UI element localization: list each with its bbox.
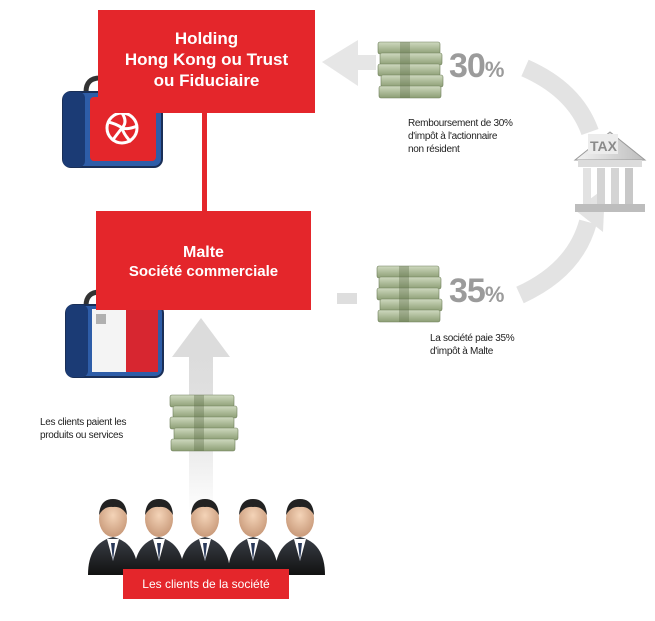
holding-box: Holding Hong Kong ou Trust ou Fiduciaire (98, 10, 315, 113)
malta-line-1: Malte (183, 244, 224, 261)
holding-line-2: Hong Kong ou Trust (124, 50, 289, 69)
note-company-line-2: d'impôt à Malte (430, 346, 493, 357)
money-stack-icon (169, 394, 239, 452)
note-refund-line-2: d'impôt à l'actionnaire (408, 131, 498, 142)
holding-line-1: Holding (174, 29, 239, 48)
note-clients-line-2: produits ou services (40, 430, 123, 441)
note-refund-line-3: non résident (408, 144, 460, 155)
businessman-icon (228, 499, 278, 575)
holding-line-3: ou Fiduciaire (153, 71, 260, 90)
up-arrow-head (172, 318, 230, 357)
percent-refund: 30% (449, 47, 505, 86)
tax-label: TAX (590, 138, 618, 154)
percent-refund-value: 30 (449, 47, 486, 85)
note-refund: Remboursement de 30% d'impôt à l'actionn… (408, 117, 513, 156)
curved-arrow-up (516, 59, 599, 304)
percent-refund-sign: % (484, 57, 505, 82)
clients-box: Les clients de la société (123, 569, 289, 599)
note-clients-line-1: Les clients paient les (40, 417, 127, 428)
arrow-dash-mid (337, 293, 357, 304)
tax-building-icon (573, 131, 647, 212)
malta-company-box: Malte Société commerciale (96, 211, 311, 310)
arrow-head-left (322, 40, 358, 86)
businessman-icon (180, 499, 230, 575)
note-refund-line-1: Remboursement de 30% (408, 118, 513, 129)
percent-tax-value: 35 (449, 272, 486, 310)
malta-line-2: Société commerciale (128, 263, 279, 280)
note-company-tax: La société paie 35% d'impôt à Malte (430, 332, 515, 358)
money-stack-icon (376, 265, 443, 323)
percent-tax: 35% (449, 272, 505, 311)
george-cross-icon (96, 314, 106, 324)
businessman-icon (88, 499, 138, 575)
percent-tax-sign: % (484, 282, 505, 307)
businessman-icon (275, 499, 325, 575)
arrow-tail-top (354, 55, 376, 70)
note-clients-pay: Les clients paient les produits ou servi… (40, 416, 127, 442)
connector-line (202, 113, 207, 211)
businessman-icon (134, 499, 184, 575)
money-stack-icon (377, 41, 444, 99)
note-company-line-1: La société paie 35% (430, 333, 515, 344)
